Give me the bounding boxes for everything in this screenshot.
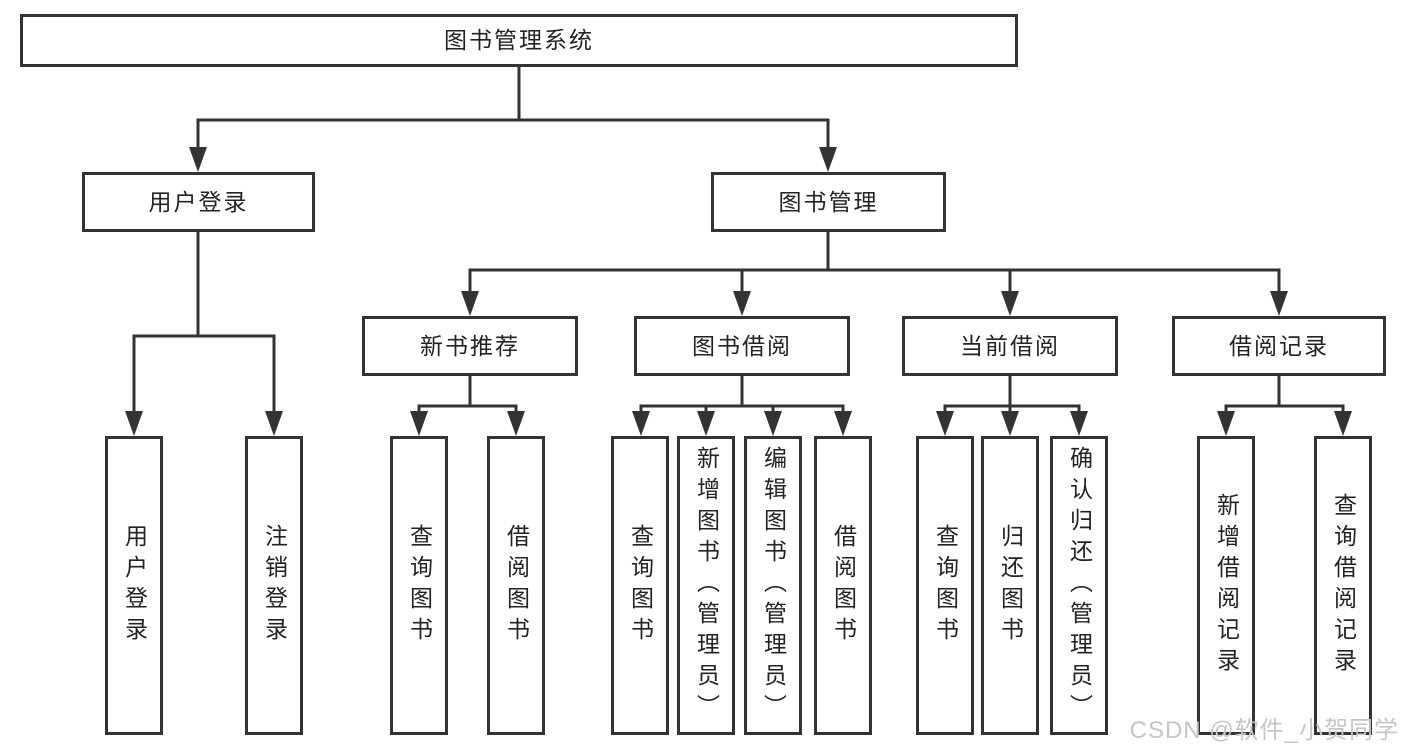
node-label-book-management: 图书管理 (778, 188, 879, 215)
node-label-leaf-bb-borrow: 借阅图书 (830, 523, 857, 648)
node-leaf-bb-add: 新增图书（管理员） (677, 436, 735, 735)
watermark: CSDN @软件_小贺同学 (1129, 717, 1399, 744)
node-label-leaf-br-add: 新增借阅记录 (1213, 492, 1240, 679)
arrowhead-down-icon (819, 147, 837, 172)
node-leaf-cb-query: 查询图书 (916, 436, 974, 735)
arrowhead-down-icon (461, 291, 479, 316)
node-root-system: 图书管理系统 (20, 14, 1018, 67)
node-leaf-user-login: 用户登录 (105, 436, 163, 735)
node-label-new-book-recommend: 新书推荐 (420, 332, 520, 359)
arrowhead-down-icon (1217, 411, 1235, 436)
node-leaf-bb-edit: 编辑图书（管理员） (744, 436, 802, 735)
arrowhead-down-icon (632, 411, 650, 436)
node-leaf-bb-query: 查询图书 (611, 436, 669, 735)
node-leaf-nb-query: 查询图书 (390, 436, 448, 735)
node-label-leaf-nb-borrow: 借阅图书 (503, 523, 530, 648)
node-label-leaf-bb-edit: 编辑图书（管理员） (760, 446, 787, 725)
arrowhead-down-icon (1270, 291, 1288, 316)
arrowhead-down-icon (125, 411, 143, 436)
arrowhead-down-icon (764, 411, 782, 436)
node-leaf-logout: 注销登录 (245, 436, 303, 735)
node-leaf-br-add: 新增借阅记录 (1197, 436, 1255, 735)
node-leaf-bb-borrow: 借阅图书 (814, 436, 872, 735)
arrowhead-down-icon (507, 411, 525, 436)
arrowhead-down-icon (1070, 411, 1088, 436)
node-book-borrowing: 图书借阅 (634, 316, 850, 376)
arrowhead-down-icon (265, 411, 283, 436)
node-borrowing-records: 借阅记录 (1172, 316, 1386, 376)
node-label-leaf-cb-confirm: 确认归还（管理员） (1066, 446, 1093, 725)
node-user-login-group: 用户登录 (82, 172, 315, 232)
node-label-leaf-br-query: 查询借阅记录 (1330, 492, 1357, 679)
node-label-borrowing-records: 借阅记录 (1229, 332, 1329, 359)
node-label-user-login-group: 用户登录 (148, 188, 249, 215)
arrowhead-down-icon (410, 411, 428, 436)
node-leaf-br-query: 查询借阅记录 (1314, 436, 1372, 735)
node-label-book-borrowing: 图书借阅 (692, 332, 792, 359)
node-leaf-nb-borrow: 借阅图书 (487, 436, 545, 735)
arrowhead-down-icon (1001, 411, 1019, 436)
arrowhead-down-icon (189, 147, 207, 172)
node-label-leaf-nb-query: 查询图书 (406, 523, 433, 648)
arrowhead-down-icon (733, 291, 751, 316)
node-label-leaf-bb-query: 查询图书 (627, 523, 654, 648)
node-label-leaf-cb-return: 归还图书 (997, 523, 1024, 648)
arrowhead-down-icon (697, 411, 715, 436)
arrowhead-down-icon (834, 411, 852, 436)
node-label-leaf-bb-add: 新增图书（管理员） (693, 446, 720, 725)
node-current-borrowing: 当前借阅 (902, 316, 1118, 376)
node-leaf-cb-return: 归还图书 (981, 436, 1039, 735)
node-label-leaf-logout: 注销登录 (261, 523, 288, 648)
node-label-leaf-user-login: 用户登录 (121, 523, 148, 648)
node-label-current-borrowing: 当前借阅 (960, 332, 1060, 359)
node-label-root-system: 图书管理系统 (444, 27, 594, 53)
node-book-management: 图书管理 (711, 172, 946, 232)
node-label-leaf-cb-query: 查询图书 (932, 523, 959, 648)
arrowhead-down-icon (1001, 291, 1019, 316)
arrowhead-down-icon (936, 411, 954, 436)
arrowhead-down-icon (1334, 411, 1352, 436)
node-leaf-cb-confirm: 确认归还（管理员） (1050, 436, 1108, 735)
node-new-book-recommend: 新书推荐 (362, 316, 578, 376)
